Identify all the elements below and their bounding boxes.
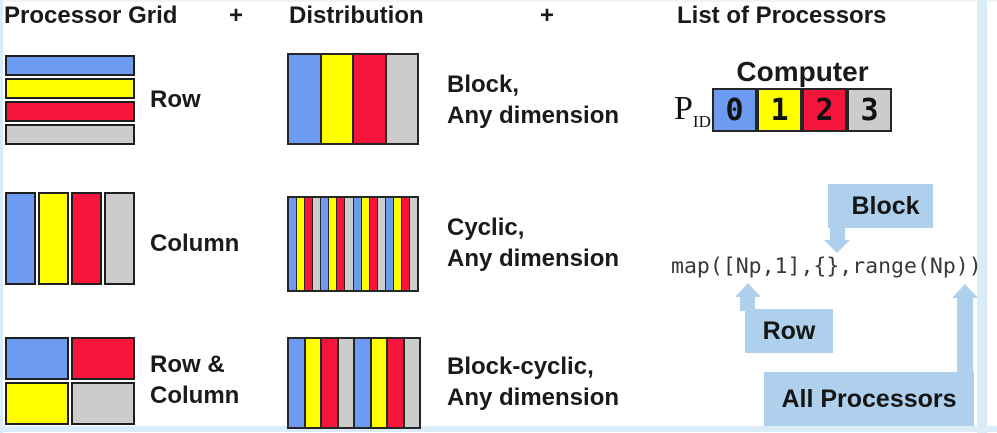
callout-all-processors: All Processors bbox=[764, 372, 974, 426]
red-stripe bbox=[352, 55, 385, 143]
blue-stripe bbox=[289, 55, 320, 143]
yellow-stripe bbox=[319, 55, 352, 143]
blue-stripe bbox=[353, 339, 370, 427]
yellow-stripe bbox=[303, 339, 320, 427]
dist-label-line: Cyclic, bbox=[447, 214, 525, 241]
pid-label: PID bbox=[674, 90, 711, 131]
gray-stripe bbox=[384, 55, 417, 143]
distribution-block-box bbox=[287, 53, 419, 145]
gray-stripe bbox=[402, 339, 419, 427]
yellow-stripe bbox=[5, 382, 69, 425]
blue-stripe bbox=[320, 198, 329, 290]
red-stripe bbox=[71, 337, 135, 380]
gray-stripe bbox=[376, 198, 385, 290]
distribution-cyclic-box bbox=[287, 196, 419, 292]
yellow-stripe bbox=[369, 339, 386, 427]
pid-subscript: ID bbox=[692, 111, 711, 131]
page-edge-top bbox=[0, 0, 997, 2]
processor-grid-row-column bbox=[5, 337, 135, 425]
callout-block: Block bbox=[828, 184, 933, 228]
red-stripe bbox=[5, 101, 135, 122]
callout-all-processors-arrow-stem bbox=[957, 297, 973, 375]
blue-stripe bbox=[5, 55, 135, 76]
callout-row-arrowhead-icon bbox=[735, 283, 761, 297]
grid-label-row: Row bbox=[150, 86, 201, 113]
callout-all-processors-arrowhead-icon bbox=[952, 284, 978, 298]
grid-label-line: Row & bbox=[150, 351, 225, 378]
yellow-stripe bbox=[296, 198, 305, 290]
red-stripe bbox=[368, 198, 377, 290]
red-stripe bbox=[336, 198, 345, 290]
yellow-stripe bbox=[392, 198, 401, 290]
dist-label-line: Block, bbox=[447, 71, 520, 98]
header-list-of-processors: List of Processors bbox=[677, 2, 887, 29]
grid-label-line: Column bbox=[150, 382, 240, 409]
header-plus-2: + bbox=[540, 2, 555, 29]
red-stripe bbox=[400, 198, 409, 290]
page-edge-left bbox=[0, 0, 3, 433]
grid-label-row-column: Row & Column bbox=[150, 349, 239, 411]
pid-base: P bbox=[674, 90, 693, 127]
blue-stripe bbox=[289, 339, 304, 427]
distribution-block-cyclic-box bbox=[287, 337, 421, 429]
gray-stripe bbox=[104, 192, 135, 285]
dist-label-line: Any dimension bbox=[447, 245, 620, 272]
processor-id-cell-2: 2 bbox=[802, 88, 847, 132]
distribution-label-block-cyclic: Block-cyclic, Any dimension bbox=[447, 351, 619, 413]
processor-id-cell-1: 1 bbox=[757, 88, 802, 132]
yellow-stripe bbox=[38, 192, 69, 285]
grid-label-column: Column bbox=[150, 230, 240, 257]
gray-stripe bbox=[312, 198, 321, 290]
yellow-stripe bbox=[360, 198, 369, 290]
gray-stripe bbox=[5, 124, 135, 145]
header-distribution: Distribution bbox=[289, 2, 424, 29]
blue-stripe bbox=[5, 337, 69, 380]
callout-block-arrowhead-icon bbox=[824, 240, 850, 253]
blue-stripe bbox=[289, 198, 297, 290]
callout-row: Row bbox=[745, 309, 833, 353]
dist-label-line: Block-cyclic, bbox=[447, 353, 594, 380]
blue-stripe bbox=[352, 198, 361, 290]
dist-label-line: Any dimension bbox=[447, 102, 620, 129]
header-plus-1: + bbox=[229, 2, 244, 29]
page-edge-bottom bbox=[0, 426, 997, 432]
header-processor-grid: Processor Grid bbox=[4, 2, 178, 29]
red-stripe bbox=[71, 192, 102, 285]
processor-id-cell-0: 0 bbox=[712, 88, 757, 132]
dist-label-line: Any dimension bbox=[447, 384, 620, 411]
blue-stripe bbox=[5, 192, 36, 285]
gray-stripe bbox=[71, 382, 135, 425]
gray-stripe bbox=[408, 198, 417, 290]
gray-stripe bbox=[344, 198, 353, 290]
distribution-label-cyclic: Cyclic, Any dimension bbox=[447, 212, 619, 274]
map-code: map([Np,1],{},range(Np)) bbox=[671, 254, 982, 279]
distribution-label-block: Block, Any dimension bbox=[447, 69, 619, 131]
red-stripe bbox=[386, 339, 403, 427]
callout-block-arrow-stem bbox=[830, 226, 845, 241]
callout-row-arrow-stem bbox=[740, 296, 755, 311]
processor-id-cell-3: 3 bbox=[847, 88, 892, 132]
blue-stripe bbox=[384, 198, 393, 290]
red-stripe bbox=[304, 198, 313, 290]
red-stripe bbox=[320, 339, 337, 427]
processor-grid-column bbox=[5, 192, 135, 285]
computer-title: Computer bbox=[736, 56, 869, 87]
processor-grid-row bbox=[5, 55, 135, 145]
page-edge-right bbox=[977, 0, 987, 433]
yellow-stripe bbox=[5, 78, 135, 99]
yellow-stripe bbox=[328, 198, 337, 290]
gray-stripe bbox=[336, 339, 353, 427]
